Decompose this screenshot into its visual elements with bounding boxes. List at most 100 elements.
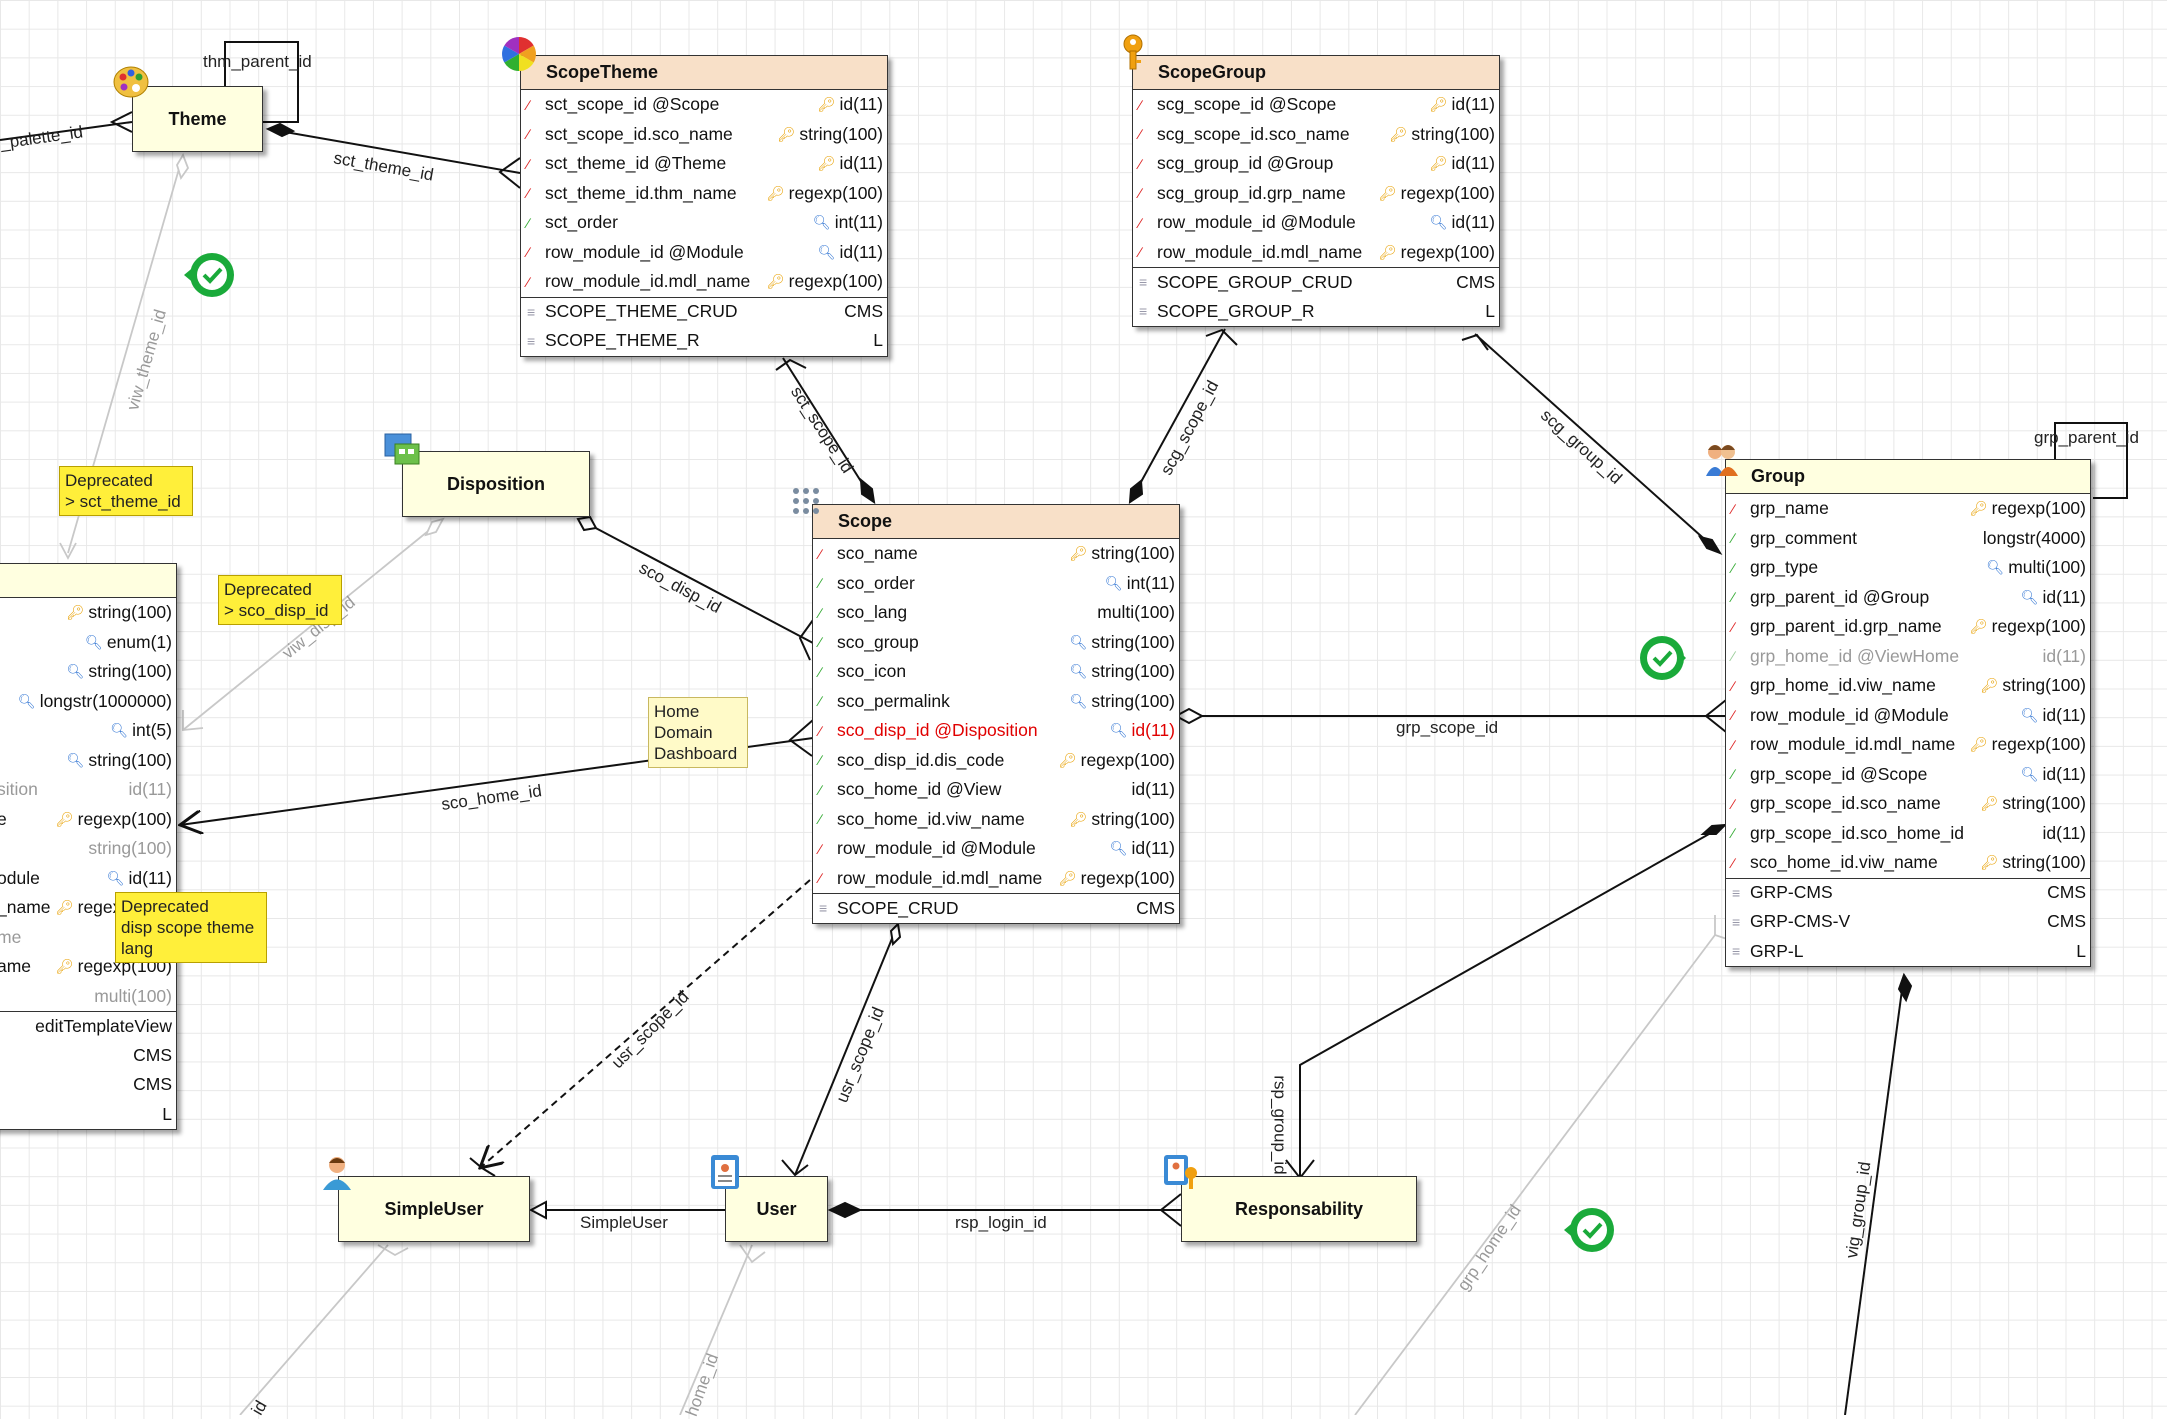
field-row[interactable]: 🔍︎enum(1) [0, 628, 176, 658]
field-type: string(100) [88, 749, 172, 770]
method-row[interactable]: CMS [0, 1041, 176, 1071]
field-row[interactable]: ∕sco_order🔍︎int(11) [813, 569, 1179, 599]
field-row[interactable]: e🔑︎regexp(100) [0, 805, 176, 835]
method-row[interactable]: editTemplateView [0, 1011, 176, 1041]
field-row[interactable]: ∕row_module_id.mdl_name🔑︎regexp(100) [1133, 238, 1499, 268]
field-row[interactable]: ∕grp_home_id.viw_name🔑︎string(100) [1726, 671, 2090, 701]
pencil-icon: ∕ [819, 722, 822, 739]
theme-entity[interactable]: Theme [132, 86, 263, 152]
field-name: scg_scope_id @Scope [1157, 94, 1337, 115]
field-row[interactable]: ∕row_module_id.mdl_name🔑︎regexp(100) [521, 267, 887, 297]
field-row[interactable]: ∕grp_scope_id @Scope🔍︎id(11) [1726, 760, 2090, 790]
field-row[interactable]: ∕sco_name🔑︎string(100) [813, 539, 1179, 569]
note-line: lang [121, 939, 154, 958]
field-type: string(100) [1091, 661, 1175, 682]
field-row[interactable]: odule🔍︎id(11) [0, 864, 176, 894]
field-row[interactable]: ∕grp_name🔑︎regexp(100) [1726, 494, 2090, 524]
field-row[interactable]: ∕sco_disp_id.dis_code🔑︎regexp(100) [813, 746, 1179, 776]
field-row[interactable]: multi(100) [0, 982, 176, 1012]
field-row[interactable]: ∕grp_parent_id @Group🔍︎id(11) [1726, 583, 2090, 613]
field-row[interactable]: 🔍︎int(5) [0, 716, 176, 746]
group-title: Group [1751, 466, 1805, 486]
rsp-group-link [1299, 824, 1726, 1178]
field-row[interactable]: 🔑︎string(100) [0, 598, 176, 628]
responsability-entity[interactable]: Responsability [1181, 1176, 1417, 1242]
field-row[interactable]: ∕sco_permalink🔍︎string(100) [813, 687, 1179, 717]
field-row[interactable]: ∕scg_scope_id.sco_name🔑︎string(100) [1133, 120, 1499, 150]
field-row[interactable]: ∕grp_type🔍︎multi(100) [1726, 553, 2090, 583]
field-row[interactable]: ∕grp_parent_id.grp_name🔑︎regexp(100) [1726, 612, 2090, 642]
field-row[interactable]: ∕sct_order🔍︎int(11) [521, 208, 887, 238]
field-row[interactable]: ∕scg_group_id @Group🔑︎id(11) [1133, 149, 1499, 179]
field-row[interactable]: ∕scg_scope_id @Scope🔑︎id(11) [1133, 90, 1499, 120]
field-row[interactable]: ∕scg_group_id.grp_name🔑︎regexp(100) [1133, 179, 1499, 209]
search-icon: 🔍︎ [1986, 559, 2005, 576]
field-row[interactable]: ∕row_module_id.mdl_name🔑︎regexp(100) [1726, 730, 2090, 760]
field-row[interactable]: string(100) [0, 834, 176, 864]
field-row[interactable]: 🔍︎string(100) [0, 746, 176, 776]
method-access: L [1485, 300, 1495, 321]
scopetheme-table[interactable]: ScopeTheme ∕sct_scope_id @Scope🔑︎id(11)∕… [520, 55, 888, 357]
group-table[interactable]: Group ∕grp_name🔑︎regexp(100)∕grp_comment… [1725, 459, 2091, 967]
users-icon [1706, 445, 1738, 476]
simpleuser-entity[interactable]: SimpleUser [338, 1176, 530, 1242]
field-row[interactable]: ∕row_module_id @Module🔍︎id(11) [813, 834, 1179, 864]
method-row[interactable]: CMS [0, 1070, 176, 1100]
scopegroup-table[interactable]: ScopeGroup ∕scg_scope_id @Scope🔑︎id(11)∕… [1132, 55, 1500, 327]
field-row[interactable]: ∕sct_scope_id @Scope🔑︎id(11) [521, 90, 887, 120]
pencil-icon: ∕ [527, 185, 530, 202]
pencil-icon: ∕ [1139, 155, 1142, 172]
field-row[interactable]: ∕row_module_id @Module🔍︎id(11) [1133, 208, 1499, 238]
search-icon: 🔍︎ [1069, 692, 1088, 709]
field-row[interactable]: ∕sco_group🔍︎string(100) [813, 628, 1179, 658]
method-row[interactable]: L [0, 1100, 176, 1130]
field-name: sco_name [837, 543, 918, 564]
field-type: string(100) [2002, 852, 2086, 873]
field-row[interactable]: ∕sct_theme_id @Theme🔑︎id(11) [521, 149, 887, 179]
field-row[interactable]: ∕row_module_id @Module🔍︎id(11) [521, 238, 887, 268]
field-row[interactable]: ∕sco_icon🔍︎string(100) [813, 657, 1179, 687]
field-row[interactable]: ∕sct_scope_id.sco_name🔑︎string(100) [521, 120, 887, 150]
user-entity[interactable]: User [725, 1176, 828, 1242]
theme-entity-title: Theme [168, 108, 227, 129]
field-row[interactable]: ∕sco_home_id.viw_name🔑︎string(100) [813, 805, 1179, 835]
pencil-icon: ∕ [819, 575, 822, 592]
field-row[interactable]: 🔍︎longstr(1000000) [0, 687, 176, 717]
field-row[interactable]: 🔍︎string(100) [0, 657, 176, 687]
field-name: sco_home_id @View [837, 779, 1002, 800]
field-row[interactable]: ∕sco_home_id.viw_name🔑︎string(100) [1726, 848, 2090, 878]
field-row[interactable]: ∕sct_theme_id.thm_name🔑︎regexp(100) [521, 179, 887, 209]
field-row[interactable]: ∕row_module_id @Module🔍︎id(11) [1726, 701, 2090, 731]
field-row[interactable]: ∕row_module_id.mdl_name🔑︎regexp(100) [813, 864, 1179, 894]
field-row[interactable]: ∕grp_scope_id.sco_name🔑︎string(100) [1726, 789, 2090, 819]
disposition-entity[interactable]: Disposition [402, 451, 590, 517]
field-name: sct_theme_id @Theme [545, 153, 727, 174]
search-icon: 🔍︎ [817, 243, 836, 260]
scopetheme-title: ScopeTheme [546, 62, 659, 82]
field-type: string(100) [2002, 793, 2086, 814]
view-table-partial[interactable]: 🔑︎string(100)🔍︎enum(1)🔍︎string(100)🔍︎lon… [0, 563, 177, 1130]
pencil-icon: ∕ [1732, 766, 1735, 783]
method-access: CMS [1136, 897, 1175, 918]
usr-scope-dashed-link [480, 879, 811, 1168]
field-row[interactable]: ∕sco_disp_id @Disposition🔍︎id(11) [813, 716, 1179, 746]
user-entity-title: User [756, 1198, 797, 1219]
search-icon: 🔍︎ [66, 751, 85, 768]
scope-table[interactable]: Scope ∕sco_name🔑︎string(100)∕sco_order🔍︎… [812, 504, 1180, 924]
search-icon: 🔍︎ [1069, 633, 1088, 650]
field-row[interactable]: me [0, 923, 176, 953]
